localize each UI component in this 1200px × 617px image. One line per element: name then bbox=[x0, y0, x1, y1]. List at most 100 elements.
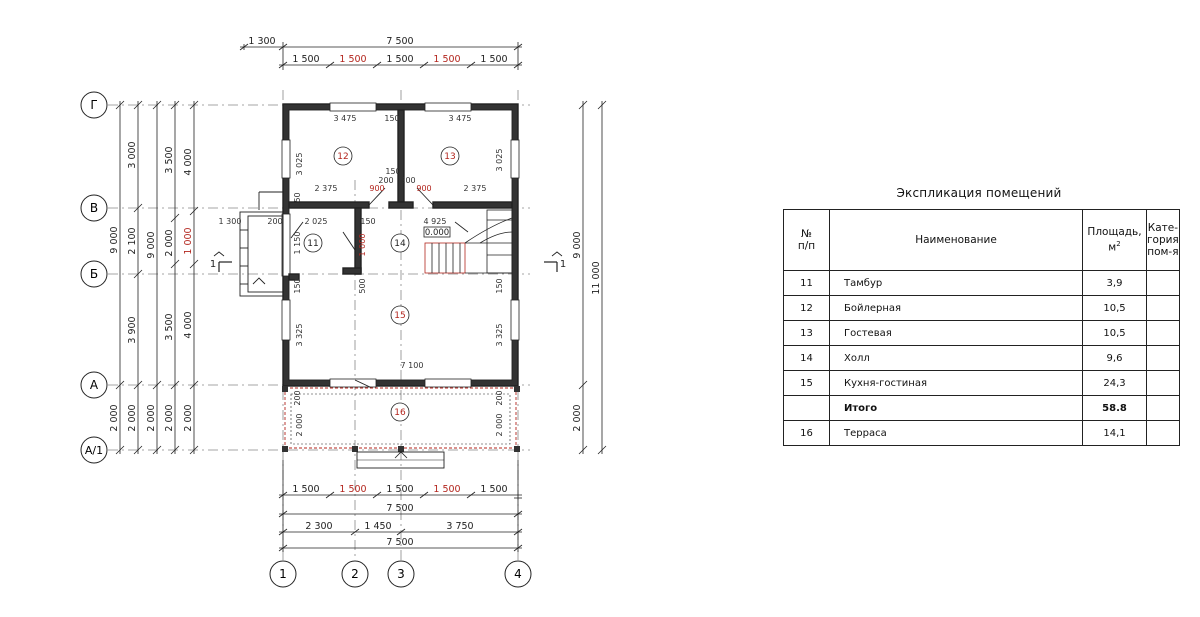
inner-dim: 200 bbox=[378, 176, 393, 185]
dim-bottom-split: 2 300 bbox=[305, 521, 332, 532]
inner-dim: 150 bbox=[385, 167, 400, 176]
top-dimensions bbox=[239, 42, 523, 70]
inner-dim: 3 325 bbox=[295, 324, 304, 347]
inner-dim: 4 925 bbox=[424, 217, 447, 226]
cell-area: 10,5 bbox=[1082, 320, 1147, 346]
inner-dim: 3 325 bbox=[495, 324, 504, 347]
dim-top-seg: 1 500 bbox=[292, 54, 319, 65]
cell-num: 12 bbox=[783, 295, 830, 321]
floor-plan-drawing: Г В Б А А/1 1 2 3 4 1 300 7 500 1 500 1 … bbox=[80, 36, 607, 588]
cell-cat bbox=[1146, 420, 1180, 446]
inner-dim: 200 bbox=[267, 217, 282, 226]
inner-dim: 200 bbox=[400, 176, 415, 185]
right-dimensions bbox=[578, 100, 607, 455]
table-row: 15 Кухня-гостиная 24,3 bbox=[783, 370, 1180, 396]
dim-left: 2 100 bbox=[127, 227, 138, 254]
row-axis-markers: Г В Б А А/1 bbox=[80, 91, 108, 464]
room-number: 16 bbox=[394, 408, 406, 418]
dim-left: 9 000 bbox=[109, 226, 120, 253]
dim-left: 3 000 bbox=[127, 141, 138, 168]
table-row: 11 Тамбур 3,9 bbox=[783, 270, 1180, 296]
inner-dim: 3 025 bbox=[495, 149, 504, 172]
dim-bottom-overall: 7 500 bbox=[386, 537, 413, 548]
header-num-line: п/п bbox=[797, 240, 816, 252]
table-row: 12 Бойлерная 10,5 bbox=[783, 295, 1180, 321]
cell-cat bbox=[1146, 370, 1180, 396]
inner-dim: 150 bbox=[293, 192, 302, 207]
dim-left: 9 000 bbox=[146, 231, 157, 258]
table-row: 16 Терраса 14,1 bbox=[783, 420, 1180, 446]
inner-dim: 7 100 bbox=[401, 361, 424, 370]
dim-left: 3 900 bbox=[127, 316, 138, 343]
inner-dim: 2 375 bbox=[315, 184, 338, 193]
cell-name: Тамбур bbox=[829, 270, 1083, 296]
explication-table: № п/п Наименование Площадь, м2 Кате- гор… bbox=[783, 209, 1180, 446]
axis-label-row: Г bbox=[90, 98, 97, 112]
inner-dim: 3 025 bbox=[295, 153, 304, 176]
dim-top-ext: 1 300 bbox=[248, 36, 275, 47]
dim-bottom-seg: 1 500 bbox=[433, 484, 460, 495]
column-axis-markers: 1 2 3 4 bbox=[269, 560, 532, 588]
building-walls bbox=[281, 102, 520, 388]
dim-top-seg: 1 500 bbox=[339, 54, 366, 65]
dim-right: 9 000 bbox=[572, 231, 583, 258]
cell-cat bbox=[1146, 295, 1180, 321]
cell-name: Холл bbox=[829, 345, 1083, 371]
dim-left: 4 000 bbox=[183, 311, 194, 338]
level-mark: 0.000 bbox=[423, 226, 451, 238]
dim-right: 2 000 bbox=[572, 404, 583, 431]
header-cat-line: пом-я bbox=[1147, 246, 1179, 258]
inner-dim: 3 475 bbox=[449, 114, 472, 123]
inner-dim: 150 bbox=[384, 114, 399, 123]
axis-label-row: А bbox=[90, 378, 99, 392]
cell-area: 3,9 bbox=[1082, 270, 1147, 296]
door-swings bbox=[290, 187, 434, 389]
dim-left: 3 500 bbox=[164, 313, 175, 340]
left-dimensions bbox=[115, 100, 199, 455]
cell-cat bbox=[1146, 395, 1180, 421]
inner-dim: 200 bbox=[495, 390, 504, 405]
cell-name: Бойлерная bbox=[829, 295, 1083, 321]
dim-left: 2 000 bbox=[146, 404, 157, 431]
cell-num: 16 bbox=[783, 420, 830, 446]
cell-num: 15 bbox=[783, 370, 830, 396]
axis-label-row: Б bbox=[90, 267, 98, 281]
explication-title: Экспликация помещений bbox=[896, 186, 1062, 200]
cell-area: 24,3 bbox=[1082, 370, 1147, 396]
inner-dim: 1 000 bbox=[358, 234, 367, 257]
dim-top-seg: 1 500 bbox=[480, 54, 507, 65]
section-label-left: 1 bbox=[210, 259, 216, 270]
table-header-row: № п/п Наименование Площадь, м2 Кате- гор… bbox=[783, 209, 1180, 271]
section-mark-right bbox=[544, 251, 563, 272]
inner-dim: 900 bbox=[369, 184, 384, 193]
dim-left: 2 000 bbox=[183, 404, 194, 431]
dim-left: 2 000 bbox=[164, 404, 175, 431]
inner-dim: 150 bbox=[360, 217, 375, 226]
cell-num: 14 bbox=[783, 345, 830, 371]
header-area-label: Площадь, bbox=[1087, 226, 1142, 239]
cell-name: Итого bbox=[829, 395, 1083, 421]
cell-num: 11 bbox=[783, 270, 830, 296]
table-row: 14 Холл 9,6 bbox=[783, 345, 1180, 371]
axis-label-row: А/1 bbox=[85, 444, 103, 457]
axis-label-col: 1 bbox=[279, 567, 287, 581]
inner-dim: 2 000 bbox=[295, 414, 304, 437]
cell-cat bbox=[1146, 345, 1180, 371]
cell-name: Кухня-гостиная bbox=[829, 370, 1083, 396]
room-number: 13 bbox=[444, 152, 455, 162]
bottom-dimensions bbox=[278, 460, 523, 552]
cell-area: 10,5 bbox=[1082, 295, 1147, 321]
inner-dim: 2 375 bbox=[464, 184, 487, 193]
terrace bbox=[282, 386, 520, 469]
axis-label-col: 3 bbox=[397, 567, 405, 581]
area-unit: м bbox=[1108, 241, 1117, 254]
header-cat-line: Кате- bbox=[1147, 222, 1178, 234]
header-area-unit: м2 bbox=[1083, 238, 1146, 254]
inner-dim: 2 000 bbox=[495, 414, 504, 437]
dim-left: 2 000 bbox=[109, 404, 120, 431]
header-cat-line: гория bbox=[1147, 234, 1179, 246]
dim-bottom-seg: 1 500 bbox=[480, 484, 507, 495]
room-markers bbox=[303, 146, 460, 422]
section-label-right: 1 bbox=[560, 259, 566, 270]
inner-dim: 3 475 bbox=[334, 114, 357, 123]
